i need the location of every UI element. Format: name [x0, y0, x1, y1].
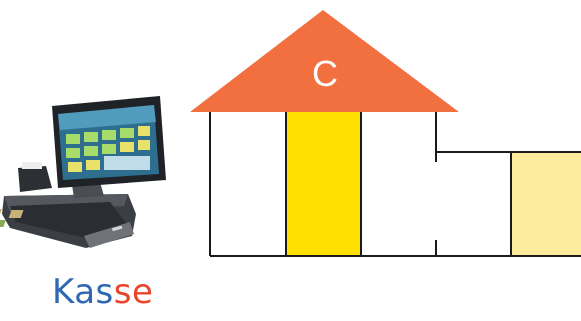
caption-label: Kasse: [52, 272, 153, 312]
caption-part-2: se: [113, 272, 154, 312]
caption-part-1: Kas: [52, 272, 114, 312]
roof: [190, 10, 459, 112]
roof-label: C: [312, 53, 338, 94]
pale-yellow-section: [511, 152, 581, 256]
cash-register-icon: [0, 96, 166, 248]
yellow-column: [286, 112, 361, 256]
building-outline: [209, 112, 581, 257]
